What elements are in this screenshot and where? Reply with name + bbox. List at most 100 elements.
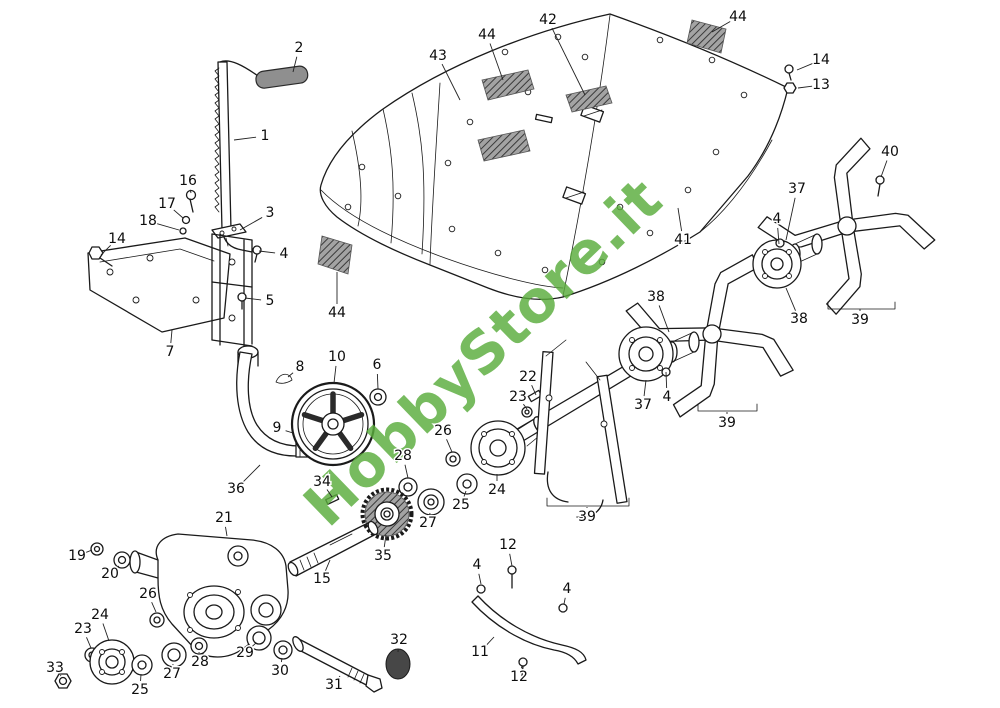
leader-line [643, 379, 647, 397]
part-number-5: 5 [266, 293, 275, 309]
part-number-12: 12 [499, 537, 517, 553]
leader-line [523, 403, 528, 410]
leader-line [797, 85, 813, 89]
part-number-9: 9 [273, 420, 282, 436]
part-number-39: 39 [851, 312, 869, 328]
part-number-26: 26 [139, 586, 157, 602]
leader-line [446, 439, 453, 453]
leader-line [242, 464, 261, 483]
leader-line [86, 637, 92, 649]
part-number-36: 36 [227, 481, 245, 497]
hood-decals [317, 19, 727, 275]
leader-line [785, 287, 796, 311]
part-number-37: 37 [634, 397, 652, 413]
washer-30 [273, 640, 293, 660]
washer-28a [398, 477, 418, 497]
leader-line [325, 559, 331, 571]
part-number-33: 33 [46, 660, 64, 676]
bolt-4a [252, 245, 262, 263]
hood-cover [317, 13, 789, 300]
leader-line [478, 573, 482, 585]
part-number-28: 28 [394, 448, 412, 464]
leader-line [520, 665, 523, 669]
part-number-24: 24 [91, 607, 109, 623]
part-number-17: 17 [158, 196, 176, 212]
bolt-4c [476, 584, 486, 594]
leader-line [711, 21, 731, 33]
part-number-25: 25 [131, 682, 149, 698]
leader-line [292, 56, 298, 73]
stand-bracket [533, 339, 628, 518]
part-number-18: 18 [139, 213, 157, 229]
part-number-4: 4 [663, 389, 672, 405]
bearing-27b [161, 642, 187, 668]
leader-line [485, 636, 495, 646]
part-number-41: 41 [674, 232, 692, 248]
leader-line [285, 430, 294, 434]
part-number-23: 23 [509, 389, 527, 405]
part-number-30: 30 [271, 663, 289, 679]
part-number-40: 40 [881, 144, 899, 160]
leader-line [441, 63, 461, 101]
part-number-32: 32 [390, 632, 408, 648]
fastener-stack [179, 189, 197, 235]
bolt-12a [507, 565, 517, 589]
part-number-26: 26 [434, 423, 452, 439]
leader-line [116, 565, 120, 569]
part-number-29: 29 [236, 645, 254, 661]
leader-line [100, 245, 111, 256]
part-number-24: 24 [488, 482, 506, 498]
bearing-hub-24 [470, 416, 547, 476]
tine-set-right [752, 136, 937, 317]
part-number-35: 35 [374, 548, 392, 564]
leader-line [531, 385, 537, 396]
leader-line [189, 189, 192, 194]
tine-flange-37b [752, 239, 802, 289]
leader-line [287, 372, 294, 378]
washer-25a [456, 473, 478, 495]
leader-line [102, 623, 110, 642]
key-34 [325, 494, 340, 505]
part-number-42: 42 [539, 12, 557, 28]
mounting-plate [87, 237, 231, 333]
leader-line [404, 464, 409, 479]
group-brackets [546, 301, 896, 507]
part-number-43: 43 [429, 48, 447, 64]
leader-line [170, 329, 173, 344]
nut-33 [54, 673, 72, 689]
part-number-34: 34 [313, 474, 331, 490]
bolt-14-left [88, 246, 113, 267]
washer-28b [190, 637, 208, 655]
support-bracket-11 [471, 565, 587, 677]
part-number-10: 10 [328, 349, 346, 365]
part-number-16: 16 [179, 173, 197, 189]
part-number-27: 27 [163, 666, 181, 682]
part-number-39: 39 [718, 415, 736, 431]
part-number-39: 39 [578, 509, 596, 525]
handle-lever [214, 60, 309, 253]
part-number-19: 19 [68, 548, 86, 564]
leader-line [258, 250, 276, 254]
part-number-25: 25 [452, 497, 470, 513]
part-number-44: 44 [729, 9, 747, 25]
washer-26a [445, 451, 461, 467]
part-number-20: 20 [101, 566, 119, 582]
leader-line [383, 534, 387, 548]
leader-line [785, 197, 796, 241]
leader-line [85, 549, 93, 554]
part-number-14: 14 [812, 52, 830, 68]
leader-line [225, 526, 228, 537]
bolt-5 [237, 292, 247, 310]
part-number-37: 37 [788, 181, 806, 197]
leader-line [156, 223, 180, 231]
leader-line [665, 371, 668, 389]
shaft-cap-32 [385, 648, 411, 680]
part-number-27: 27 [419, 515, 437, 531]
part-number-2: 2 [295, 40, 304, 56]
part-number-4: 4 [473, 557, 482, 573]
leader-line [244, 297, 262, 301]
part-number-13: 13 [812, 77, 830, 93]
flange-24b [89, 639, 135, 685]
